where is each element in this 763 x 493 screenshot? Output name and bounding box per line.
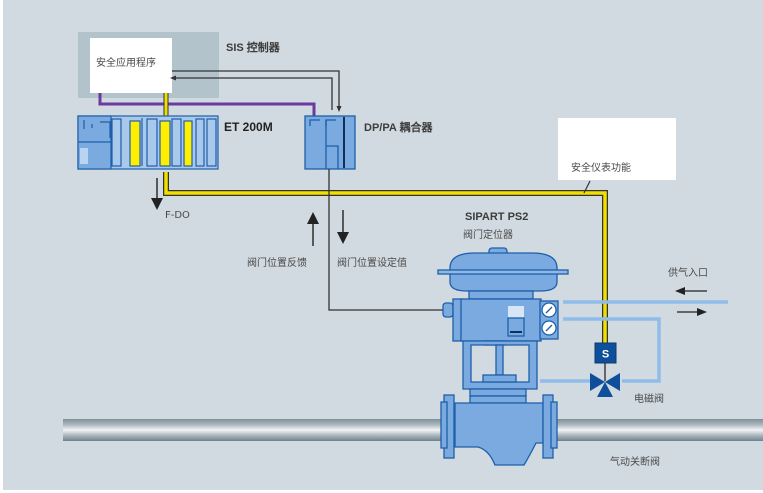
et200m-label: ET 200M <box>224 120 273 134</box>
arrowhead-small <box>336 106 342 112</box>
pneumatic-shutoff-valve-label: 气动关断阀 <box>610 455 660 468</box>
dp-pa-coupler-label: DP/PA 耦合器 <box>364 120 433 134</box>
et200m-rack <box>77 115 219 170</box>
positioner-name-label: 阀门定位器 <box>463 228 513 241</box>
sis-controller: 安全应用程序 SIS 控制器 <box>78 32 281 98</box>
signal-lines <box>170 70 342 112</box>
air-line-loop <box>563 317 661 383</box>
three-way-valve-icon <box>590 373 605 391</box>
solenoid-valve-label: 电磁阀 <box>634 392 664 405</box>
control-valve <box>437 247 569 466</box>
safety-application-label: 安全应用程序 <box>96 56 156 69</box>
signal-line-inner <box>176 77 333 110</box>
f-do-output: F-DO <box>151 178 190 221</box>
f-do-label: F-DO <box>165 210 190 221</box>
solenoid-valve: S 电磁阀 <box>590 342 664 405</box>
positioner-model-label: SIPART PS2 <box>465 211 528 223</box>
sis-controller-label: SIS 控制器 <box>226 40 281 54</box>
safety-application-box <box>90 38 172 93</box>
feedback-arrow: 阀门位置反馈 <box>247 212 319 269</box>
valve-position-setpoint-label: 阀门位置设定值 <box>337 256 407 269</box>
dp-pa-coupler <box>304 115 356 170</box>
safety-signal-line <box>163 93 608 345</box>
pa-bus-line <box>328 169 445 311</box>
solenoid-symbol: S <box>602 349 609 361</box>
signal-line-outer <box>172 70 340 110</box>
setpoint-arrow: 阀门位置设定值 <box>337 210 407 269</box>
sif-callout: 安全仪表功能 <box>558 118 676 194</box>
arrowhead-small <box>170 75 176 81</box>
sif-label: 安全仪表功能 <box>571 161 631 174</box>
solenoid-coil <box>594 342 617 364</box>
air-supply-lines <box>540 300 728 383</box>
process-pipe <box>63 419 763 441</box>
air-supply-inlet-label: 供气入口 <box>668 266 708 279</box>
valve-position-feedback-label: 阀门位置反馈 <box>247 256 307 269</box>
profibus-line <box>98 93 316 118</box>
air-flow-arrows <box>675 287 707 316</box>
